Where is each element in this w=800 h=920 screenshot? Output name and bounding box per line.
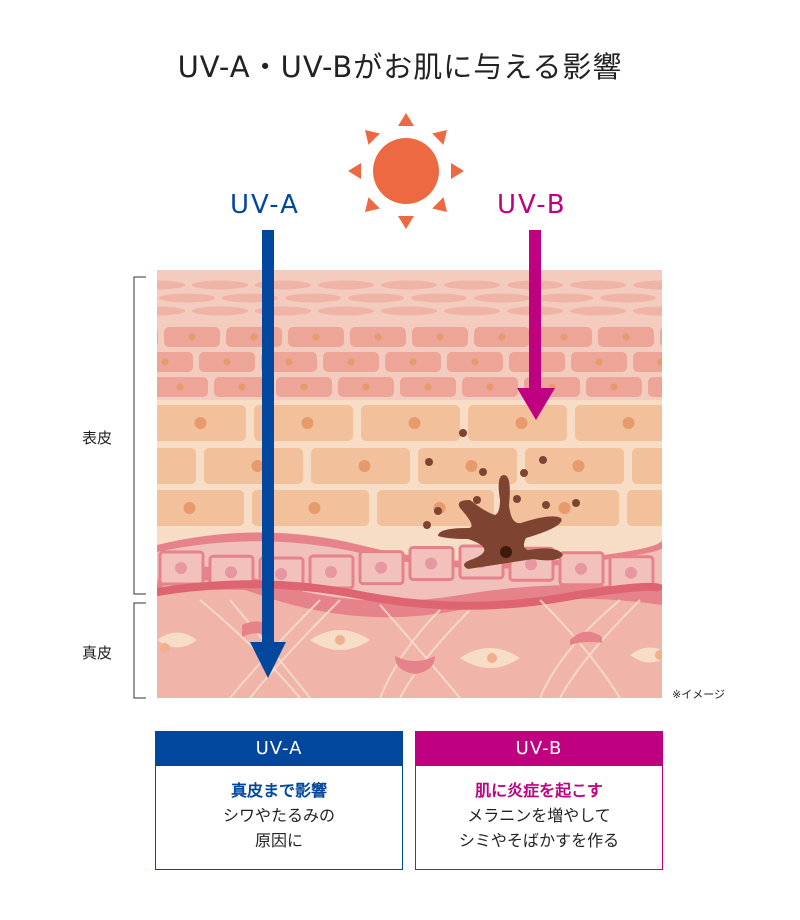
uvb-label: UV-B: [497, 190, 567, 220]
sun-icon: [348, 113, 464, 229]
uvb-highlight: 肌に炎症を起こす: [475, 781, 603, 800]
uvb-box-header: UV-B: [416, 732, 662, 766]
uva-info-box: UV-A 真皮まで影響 シワやたるみの 原因に: [155, 731, 403, 870]
uva-highlight: 真皮まで影響: [230, 781, 327, 800]
layer-brackets: [133, 276, 146, 699]
uva-line: シワやたるみの: [222, 806, 335, 825]
melanocyte: [423, 429, 580, 569]
uva-label: UV-A: [230, 190, 300, 220]
uvb-line: シミやそばかすを作る: [458, 831, 620, 850]
uvb-line: メラニンを増やして: [467, 806, 611, 825]
dermis-label: 真皮: [82, 644, 113, 662]
uvb-info-box: UV-B 肌に炎症を起こす メラニンを増やして シミやそばかすを作る: [415, 731, 663, 870]
uva-line: 原因に: [254, 831, 303, 850]
uva-box-header: UV-A: [156, 732, 402, 766]
epidermis-label: 表皮: [82, 429, 113, 447]
uva-arrow: [250, 230, 286, 678]
uvb-arrow: [517, 230, 555, 420]
image-note: ※イメージ: [672, 688, 725, 701]
page-title: UV-A・UV-Bがお肌に与える影響: [177, 50, 623, 84]
